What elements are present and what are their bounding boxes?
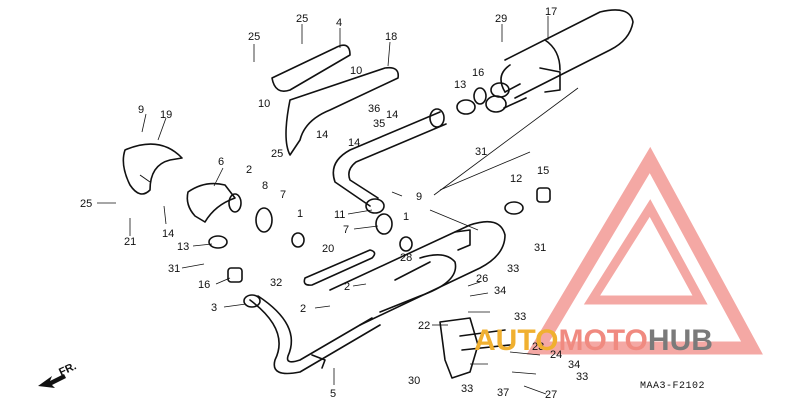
callout-label: 23 — [532, 341, 544, 353]
gaskets-and-fasteners — [208, 87, 551, 379]
callout-label: 2 — [344, 281, 350, 293]
callout-label: 25 — [296, 13, 308, 25]
callout-label: 1 — [297, 208, 303, 220]
callout-label: 8 — [262, 180, 268, 192]
callout-label: 13 — [177, 241, 189, 253]
callout-label: 16 — [198, 279, 210, 291]
callout-label: 32 — [270, 277, 282, 289]
callout-label: 14 — [386, 109, 398, 121]
direction-label: FR. — [57, 360, 78, 378]
callout-label: 34 — [494, 285, 506, 297]
callout-label: 27 — [545, 389, 557, 401]
callout-label: 2 — [300, 303, 306, 315]
heat-guards — [271, 44, 400, 156]
watermark-logo — [526, 146, 763, 355]
callout-label: 24 — [550, 349, 562, 361]
callout-label: 14 — [162, 228, 174, 240]
heat-shield-front — [122, 143, 183, 195]
callout-label: 19 — [160, 109, 172, 121]
callout-label: 11 — [334, 209, 345, 221]
callout-label: 33 — [576, 371, 588, 383]
callout-label: 9 — [138, 104, 144, 116]
callout-label: 14 — [316, 129, 328, 141]
callout-label: 4 — [336, 17, 342, 29]
callout-label: 33 — [507, 263, 519, 275]
callout-label: 13 — [454, 79, 466, 91]
callout-label: 25 — [248, 31, 260, 43]
watermark-text: AUTOMOTOHUB — [474, 324, 713, 357]
callout-label: 31 — [168, 263, 180, 275]
lower-exhaust-pipe — [243, 294, 381, 375]
callout-label: 31 — [475, 146, 487, 158]
callout-label: 20 — [322, 243, 334, 255]
callout-label: 25 — [80, 198, 92, 210]
callout-label: 3 — [211, 302, 217, 314]
callout-label: 37 — [497, 387, 509, 399]
callout-label: 15 — [537, 165, 549, 177]
svg-text:AUTOMOTOHUB: AUTOMOTOHUB — [474, 324, 713, 357]
callout-label: 25 — [271, 148, 283, 160]
callout-label: 2 — [246, 164, 252, 176]
callout-label: 7 — [343, 224, 349, 236]
callout-label: 5 — [330, 388, 336, 400]
callout-label: 16 — [472, 67, 484, 79]
lower-muffler — [329, 220, 506, 326]
callout-label: 14 — [348, 137, 360, 149]
callout-label: 28 — [400, 252, 412, 264]
callout-label: 36 — [368, 103, 380, 115]
callout-label: 17 — [545, 6, 557, 18]
upper-exhaust-pipe — [332, 108, 447, 214]
callout-label: 22 — [418, 320, 430, 332]
callout-label: 12 — [510, 173, 522, 185]
callout-label: 30 — [408, 375, 420, 387]
callout-label: 9 — [416, 191, 422, 203]
front-pipe — [186, 182, 242, 223]
diagram-code: MAA3-F2102 — [640, 381, 705, 392]
callout-label: 34 — [568, 359, 580, 371]
callout-label: 18 — [385, 31, 397, 43]
callout-label: 29 — [495, 13, 507, 25]
callout-label: 1 — [403, 211, 409, 223]
callouts: 25 4 18 29 17 25 10 10 36 35 14 14 14 13… — [80, 6, 588, 401]
callout-label: 33 — [461, 383, 473, 395]
callout-label: 6 — [218, 156, 224, 168]
callout-label: 7 — [280, 189, 286, 201]
callout-label: 26 — [476, 273, 488, 285]
callout-label: 33 — [514, 311, 526, 323]
watermark-moto: MOTO — [558, 324, 647, 357]
callout-label: 31 — [534, 242, 546, 254]
callout-label: 10 — [350, 65, 362, 77]
upper-muffler — [485, 9, 634, 113]
watermark-hub: HUB — [648, 324, 713, 357]
leader-lines — [97, 16, 579, 395]
callout-label: 35 — [373, 118, 385, 130]
front-direction-arrow: FR. — [38, 360, 78, 388]
callout-label: 21 — [124, 236, 136, 248]
watermark-auto: AUTO — [474, 324, 558, 357]
callout-label: 10 — [258, 98, 270, 110]
